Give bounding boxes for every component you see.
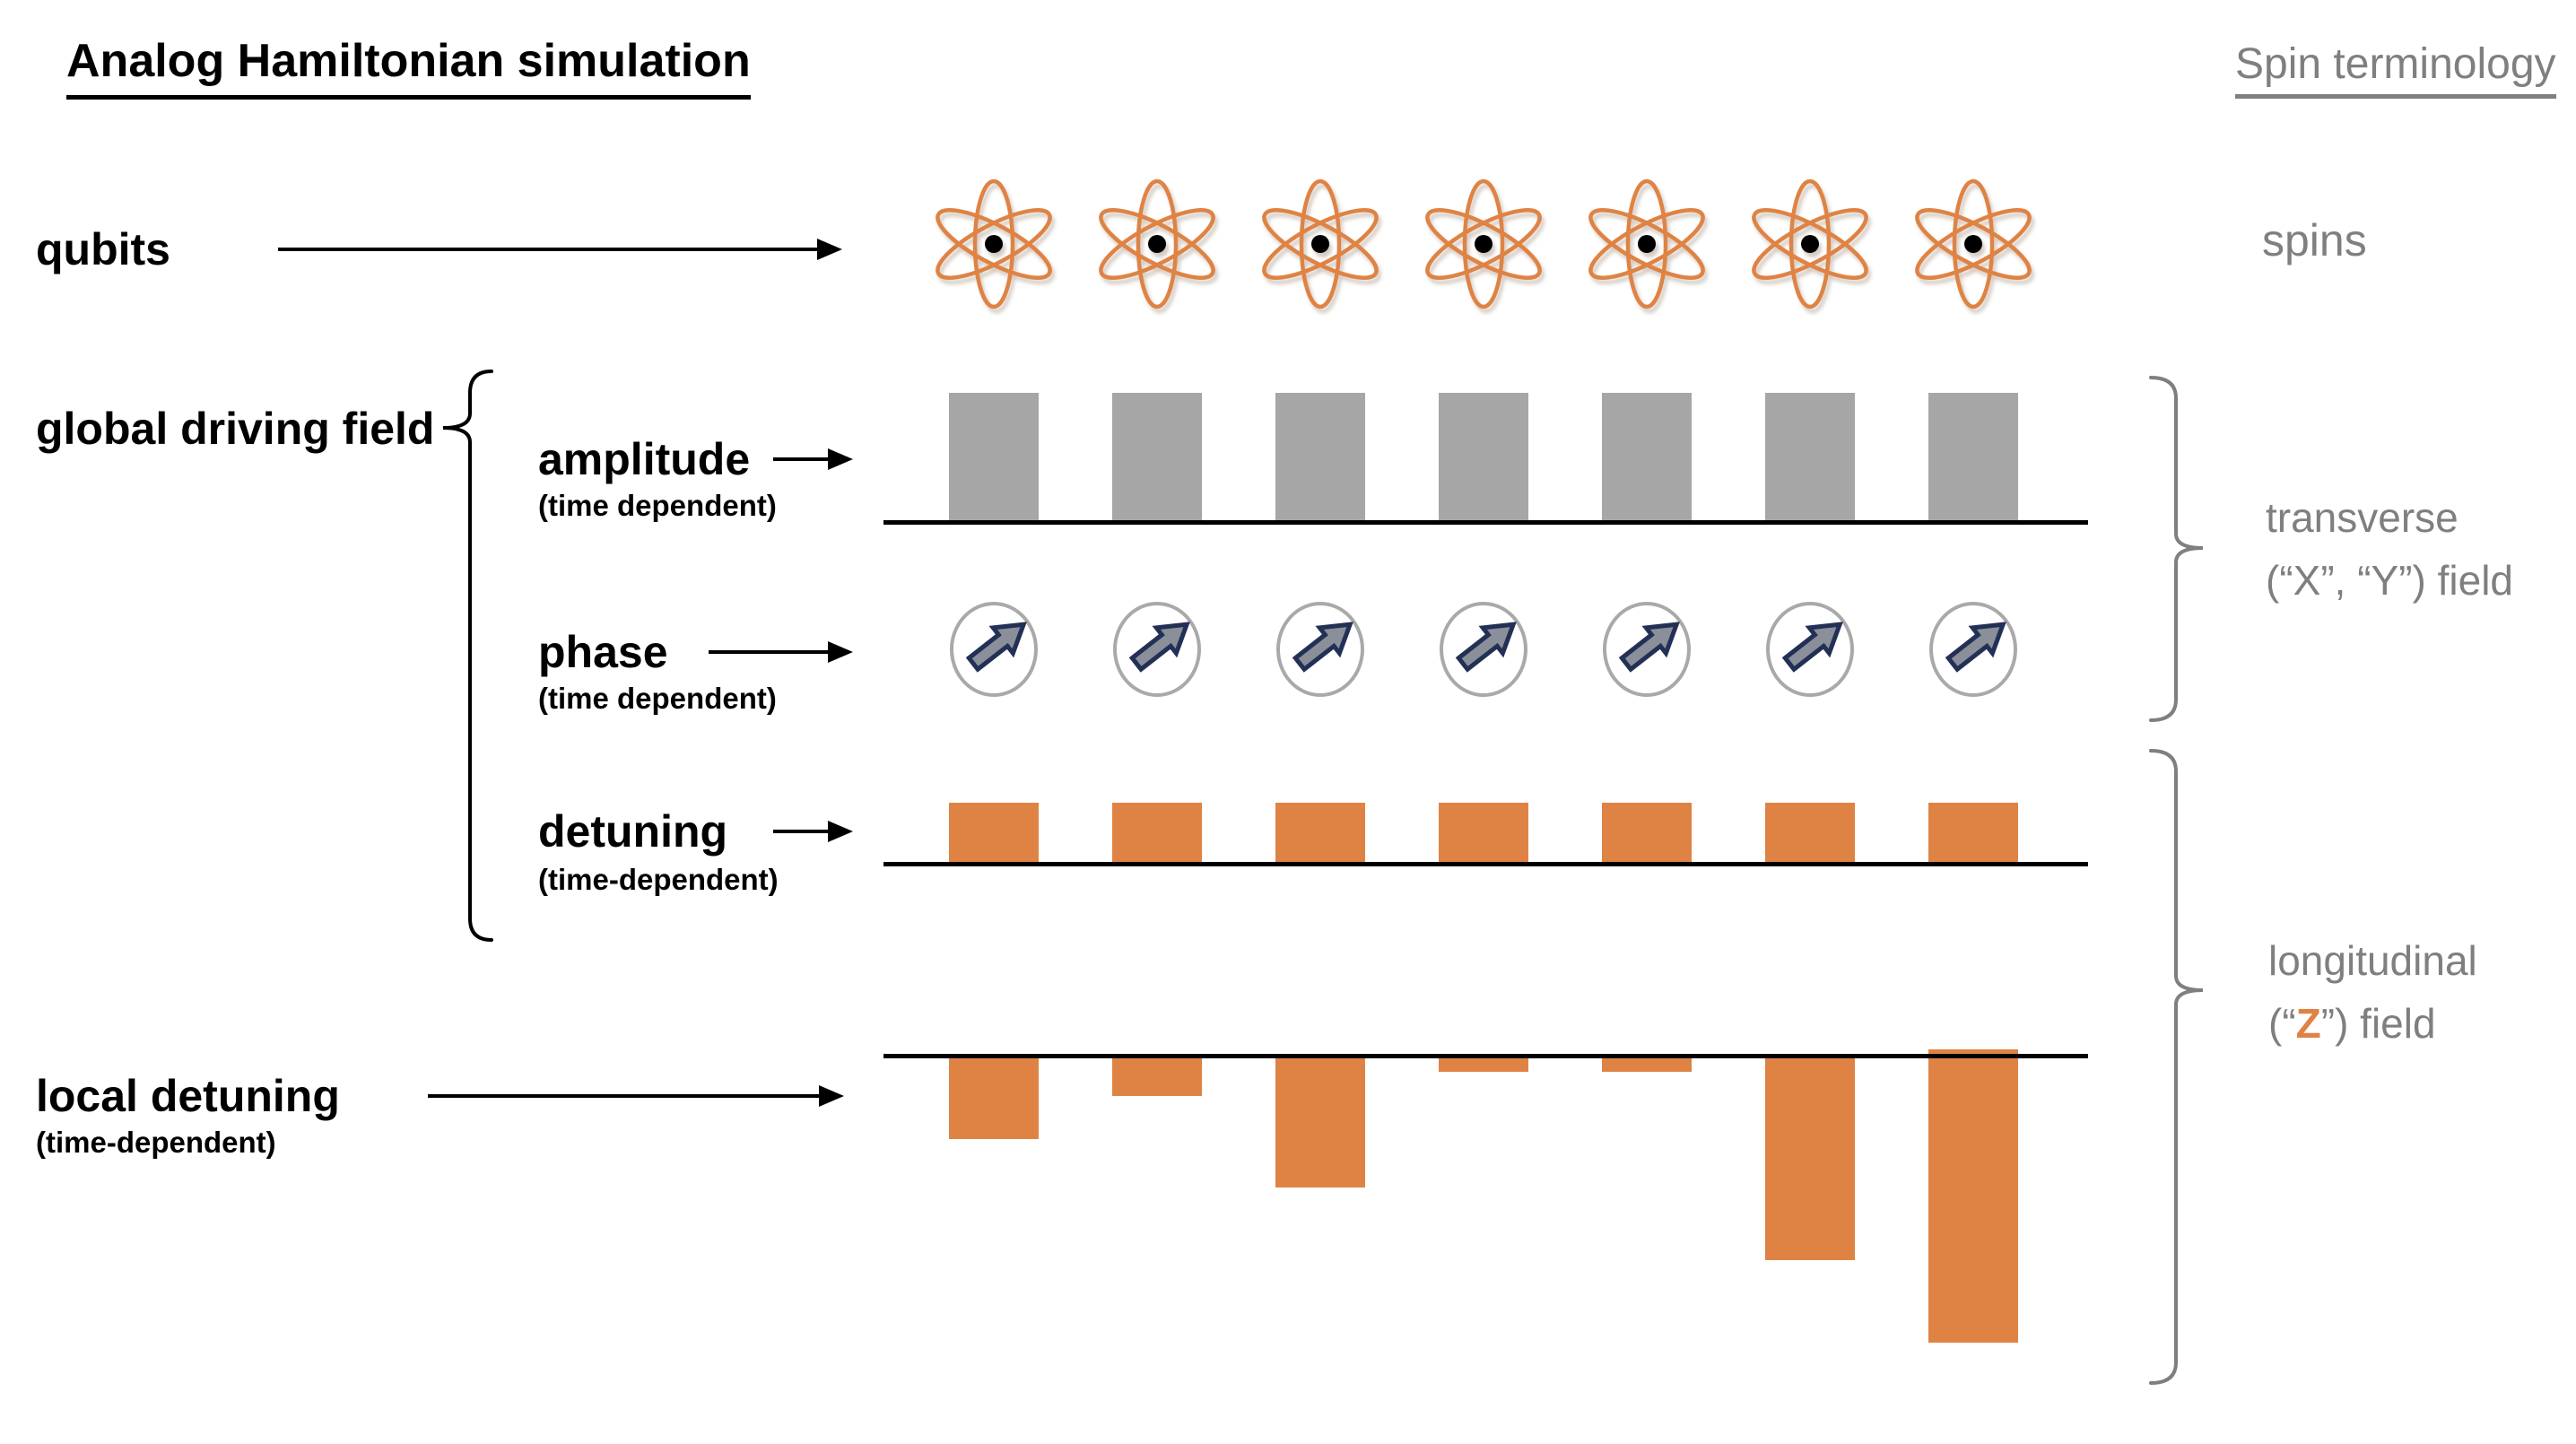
phase-dial-icon bbox=[1276, 602, 1364, 697]
longitudinal-field-brace bbox=[2149, 749, 2204, 1385]
detuning-bar bbox=[1275, 803, 1365, 862]
local-detuning-sublabel: (time-dependent) bbox=[36, 1126, 276, 1159]
phase-dial-icon bbox=[950, 602, 1038, 697]
atom-icon bbox=[1915, 178, 2032, 309]
longitudinal-field-label-line2: (“Z”) field bbox=[2268, 999, 2436, 1048]
amplitude-label: amplitude bbox=[538, 434, 751, 484]
phase-dial-icon bbox=[1113, 602, 1201, 697]
atom-icon bbox=[936, 178, 1052, 309]
local-detuning-label: local detuning bbox=[36, 1071, 340, 1121]
transverse-field-label-line2: (“X”, “Y”) field bbox=[2266, 557, 2513, 604]
z-operator-text: Z bbox=[2295, 1000, 2321, 1047]
detuning-bar bbox=[949, 803, 1039, 862]
transverse-field-brace bbox=[2149, 376, 2204, 722]
local-detuning-bar bbox=[1112, 1058, 1202, 1096]
page-title: Analog Hamiltonian simulation bbox=[66, 34, 751, 100]
phase-vector-arrow-icon bbox=[1455, 622, 1517, 673]
amplitude-bar bbox=[949, 393, 1039, 520]
phase-dial-icon bbox=[1440, 602, 1527, 697]
detuning-sublabel: (time-dependent) bbox=[538, 863, 779, 896]
detuning-bar bbox=[1765, 803, 1855, 862]
amplitude-baseline bbox=[883, 520, 2088, 525]
phase-vector-arrow-icon bbox=[1945, 622, 2006, 673]
local-detuning-bar bbox=[1765, 1058, 1855, 1260]
local-detuning-bar bbox=[949, 1058, 1039, 1139]
longitudinal-paren-open: (“ bbox=[2268, 1000, 2296, 1047]
phase-vector-arrow-icon bbox=[1292, 622, 1353, 673]
detuning-bar bbox=[1439, 803, 1528, 862]
atom-icon bbox=[1099, 178, 1215, 309]
phase-sublabel: (time dependent) bbox=[538, 682, 777, 715]
atom-icon bbox=[1262, 178, 1379, 309]
phase-vector-arrow-icon bbox=[1128, 622, 1190, 673]
longitudinal-field-label-line1: longitudinal bbox=[2268, 937, 2477, 984]
phase-dial-icon bbox=[1603, 602, 1691, 697]
global-driving-field-brace bbox=[442, 370, 493, 942]
detuning-bar bbox=[1112, 803, 1202, 862]
phase-vector-arrow-icon bbox=[1618, 622, 1680, 673]
phase-vector-arrow-icon bbox=[965, 622, 1027, 673]
phase-label: phase bbox=[538, 627, 668, 677]
detuning-bar bbox=[1928, 803, 2018, 862]
amplitude-bar bbox=[1928, 393, 2018, 520]
phase-vector-arrow-icon bbox=[1781, 622, 1843, 673]
longitudinal-paren-close: ”) field bbox=[2320, 1000, 2436, 1047]
local-detuning-bar bbox=[1275, 1058, 1365, 1187]
spin-terminology-title: Spin terminology bbox=[2235, 39, 2556, 99]
qubits-label: qubits bbox=[36, 224, 170, 274]
detuning-bar bbox=[1602, 803, 1692, 862]
local-detuning-baseline bbox=[883, 1054, 2088, 1058]
amplitude-bar bbox=[1275, 393, 1365, 520]
local-detuning-bar bbox=[1602, 1058, 1692, 1072]
amplitude-bar bbox=[1439, 393, 1528, 520]
detuning-baseline bbox=[883, 862, 2088, 866]
phase-arrow-icon bbox=[709, 650, 829, 654]
phase-dial-icon bbox=[1766, 602, 1854, 697]
phase-dial-icon bbox=[1929, 602, 2017, 697]
local-detuning-bar bbox=[1928, 1049, 2018, 1343]
detuning-label: detuning bbox=[538, 806, 728, 857]
atom-icon bbox=[1588, 178, 1705, 309]
amplitude-arrow-icon bbox=[773, 457, 829, 461]
amplitude-sublabel: (time dependent) bbox=[538, 489, 777, 522]
spins-label: spins bbox=[2262, 215, 2367, 265]
transverse-field-label-line1: transverse bbox=[2266, 494, 2459, 541]
atom-icon bbox=[1752, 178, 1868, 309]
amplitude-bar bbox=[1112, 393, 1202, 520]
detuning-arrow-icon bbox=[773, 830, 829, 833]
local-detuning-arrow-icon bbox=[428, 1094, 820, 1098]
amplitude-bar bbox=[1765, 393, 1855, 520]
amplitude-bar bbox=[1602, 393, 1692, 520]
local-detuning-bar bbox=[1439, 1058, 1528, 1072]
global-driving-field-label: global driving field bbox=[36, 404, 435, 454]
qubits-arrow-icon bbox=[278, 248, 818, 251]
atom-icon bbox=[1425, 178, 1542, 309]
